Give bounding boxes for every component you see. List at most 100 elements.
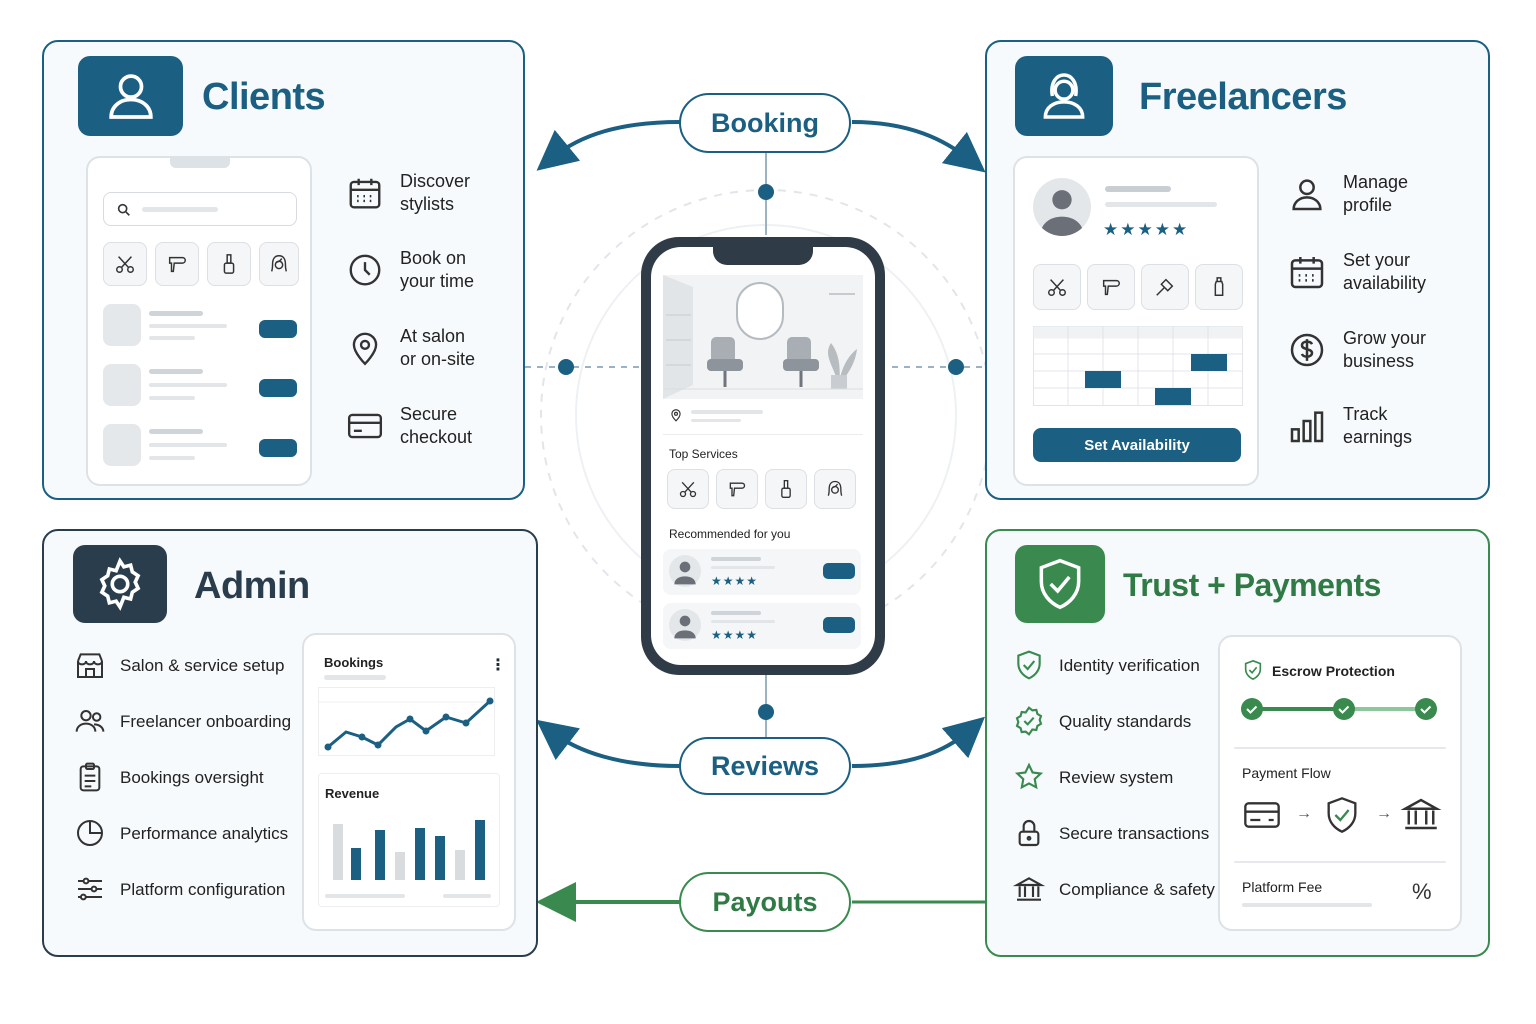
feature-discover: Discover stylists: [346, 170, 470, 216]
recommended-item[interactable]: ★★★★: [663, 603, 861, 649]
trust-payments-panel: Trust + Payments Identity verification Q…: [985, 529, 1490, 957]
hair-dryer-icon[interactable]: [1087, 264, 1135, 310]
recommended-item[interactable]: ★★★★: [663, 549, 861, 595]
feature-location: At salon or on-site: [346, 325, 475, 371]
feature-label: Manage profile: [1343, 172, 1409, 215]
feature-bookings-oversight: Bookings oversight: [74, 761, 264, 793]
escrow-label: Escrow Protection: [1272, 663, 1395, 679]
feature-checkout: Secure checkout: [346, 403, 472, 449]
salon-illustration: [663, 275, 863, 399]
nail-polish-icon[interactable]: [765, 469, 807, 509]
brush-icon[interactable]: [1141, 264, 1189, 310]
clients-panel: Clients Discover stylists Book on your t…: [42, 40, 525, 500]
freelancers-panel: Freelancers ★★★★★ Set Availability Manag…: [985, 40, 1490, 500]
feature-label: Performance analytics: [120, 823, 289, 843]
feature-label: Track earnings: [1343, 404, 1413, 447]
arrow-right-icon: →: [1296, 805, 1312, 822]
avatar: [669, 555, 701, 587]
book-button[interactable]: [823, 563, 855, 579]
rating-stars: ★★★★: [711, 628, 759, 642]
feature-analytics: Performance analytics: [74, 817, 288, 849]
feature-label: Platform configuration: [120, 879, 286, 899]
list-item-button[interactable]: [259, 439, 297, 457]
bookings-card-title: Bookings: [324, 655, 384, 670]
calendar-icon: [349, 178, 381, 209]
percent-icon: %: [1412, 879, 1432, 904]
clock-icon: [349, 254, 381, 286]
profile-icon: [1292, 179, 1322, 211]
availability-calendar[interactable]: [1033, 326, 1243, 406]
admin-dashboard-mockup: Bookings ⋮ Revenue: [302, 633, 516, 931]
shield-check-icon: [1327, 797, 1357, 833]
feature-book: Book on your time: [346, 247, 474, 293]
feature-quality: Quality standards: [1013, 705, 1191, 737]
booking-connector: Booking: [679, 93, 851, 153]
rating-stars: ★★★★★: [1103, 220, 1190, 239]
arrow-right-icon: →: [1376, 805, 1392, 822]
gear-icon: [73, 545, 167, 623]
platform-fee-label: Platform Fee: [1242, 879, 1323, 895]
pie-chart-icon: [77, 820, 103, 846]
hairstyle-icon[interactable]: [814, 469, 856, 509]
hair-dryer-icon[interactable]: [716, 469, 758, 509]
scissors-icon[interactable]: [1033, 264, 1081, 310]
feature-earnings: Track earnings: [1287, 403, 1412, 449]
feature-label: Book on your time: [400, 248, 475, 291]
location-pin-icon: [671, 409, 681, 422]
trust-title: Trust + Payments: [1123, 567, 1381, 603]
feature-configuration: Platform configuration: [74, 873, 285, 905]
feature-label: Freelancer onboarding: [120, 711, 292, 731]
nail-polish-icon[interactable]: [207, 242, 251, 286]
bottle-icon[interactable]: [1195, 264, 1243, 310]
badge-check-icon: [1015, 706, 1043, 736]
feature-label: Identity verification: [1059, 655, 1200, 675]
reviews-connector: Reviews: [679, 737, 851, 795]
list-item-button[interactable]: [259, 379, 297, 397]
hairstyle-icon[interactable]: [259, 242, 299, 286]
feature-identity: Identity verification: [1013, 649, 1200, 681]
recommended-label: Recommended for you: [669, 527, 791, 541]
list-item-button[interactable]: [259, 320, 297, 338]
feature-label: Compliance & safety: [1059, 879, 1215, 899]
payment-flow-label: Payment Flow: [1242, 765, 1331, 781]
bookings-line-chart: [318, 687, 496, 756]
search-input[interactable]: [103, 192, 297, 226]
shield-check-icon: [1015, 545, 1105, 623]
shield-check-icon: [1017, 650, 1041, 680]
shield-check-icon: [1244, 659, 1262, 681]
star-icon: [1014, 762, 1044, 790]
scissors-icon[interactable]: [667, 469, 709, 509]
set-availability-button[interactable]: Set Availability: [1033, 428, 1241, 462]
feature-label: Salon & service setup: [120, 655, 285, 675]
hair-dryer-icon[interactable]: [155, 242, 199, 286]
feature-onboarding: Freelancer onboarding: [74, 705, 291, 737]
users-icon: [75, 710, 105, 732]
clipboard-icon: [79, 762, 101, 792]
feature-label: Discover stylists: [400, 171, 471, 214]
feature-label: Quality standards: [1059, 711, 1192, 731]
calendar-icon: [1290, 257, 1324, 289]
scissors-icon[interactable]: [103, 242, 147, 286]
avatar: [1033, 178, 1091, 236]
feature-grow: Grow your business: [1287, 327, 1426, 373]
feature-label: Secure transactions: [1059, 823, 1210, 843]
lock-icon: [1018, 820, 1040, 847]
rating-stars: ★★★★: [711, 574, 759, 588]
more-menu-icon[interactable]: ⋮: [490, 657, 506, 674]
user-icon: [78, 56, 183, 136]
feature-salon-setup: Salon & service setup: [74, 649, 284, 681]
clients-title: Clients: [202, 76, 326, 118]
revenue-card: Revenue: [318, 773, 500, 907]
storefront-icon: [77, 653, 103, 678]
escrow-progress: [1241, 698, 1437, 720]
bank-icon: [1400, 798, 1442, 830]
feature-availability: Set your availability: [1287, 249, 1426, 295]
credit-card-icon: [1244, 802, 1280, 828]
feature-label: At salon or on-site: [400, 326, 476, 369]
bar-chart-icon: [1290, 411, 1324, 443]
top-services-label: Top Services: [669, 447, 738, 461]
phone-mockup: Top Services Recommended for you ★★★★ ★★…: [641, 237, 885, 675]
feature-label: Review system: [1059, 767, 1174, 787]
book-button[interactable]: [823, 617, 855, 633]
